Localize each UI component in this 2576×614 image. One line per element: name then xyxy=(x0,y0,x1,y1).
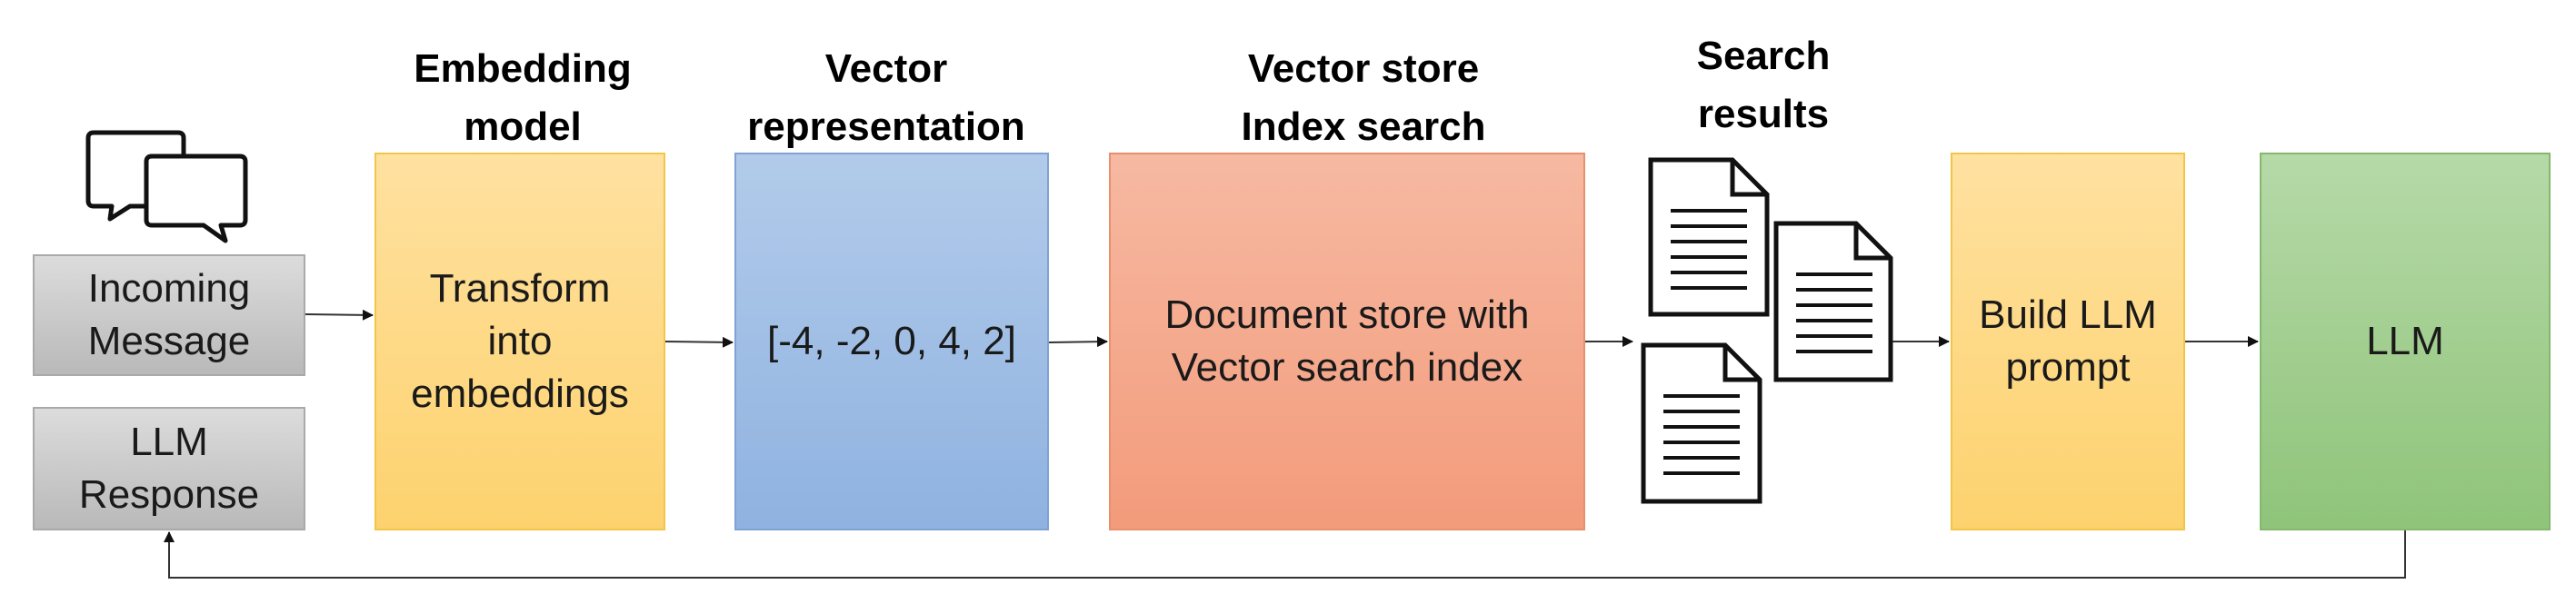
vector-representation-box: [-4, -2, 0, 4, 2] xyxy=(734,153,1049,530)
document-icon xyxy=(1641,342,1762,504)
incoming-message-box: Incoming Message xyxy=(33,254,305,376)
chat-bubbles-icon xyxy=(85,130,248,243)
transform-embeddings-box: Transform into embeddings xyxy=(374,153,665,530)
document-icon xyxy=(1773,221,1893,382)
llm-box: LLM xyxy=(2260,153,2551,530)
arrow-llm-to-response xyxy=(164,530,2406,579)
document-icon xyxy=(1648,157,1770,317)
heading-vector-store: Vector store Index search xyxy=(1241,46,1486,149)
heading-vector-representation: Vector representation xyxy=(747,46,1025,149)
document-store-box: Document store with Vector search index xyxy=(1109,153,1585,530)
build-llm-prompt-box: Build LLM prompt xyxy=(1951,153,2185,530)
llm-response-box: LLM Response xyxy=(33,407,305,530)
heading-embedding-model: Embedding model xyxy=(414,46,632,149)
heading-search-results: Search results xyxy=(1696,34,1831,136)
arrow-message-to-embedding xyxy=(305,309,374,321)
